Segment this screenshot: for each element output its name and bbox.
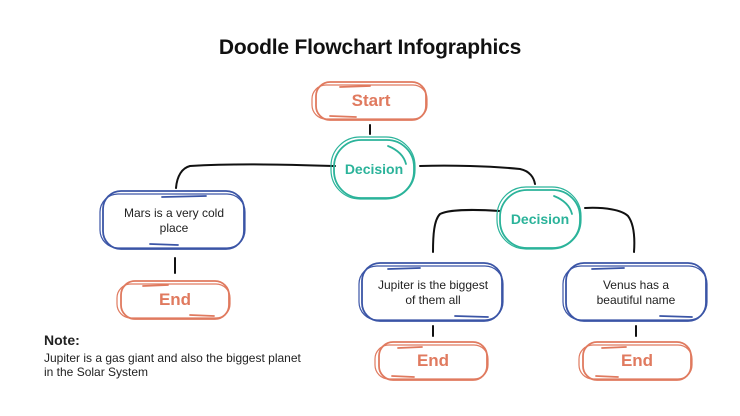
decision1-node-shape bbox=[330, 136, 416, 200]
connector-decision-decision2 bbox=[419, 164, 536, 185]
venus-node-label: Venus has a beautiful name bbox=[596, 278, 676, 307]
note-block: Note: Jupiter is a gas giant and also th… bbox=[44, 332, 304, 379]
end-mars-node-label: End bbox=[158, 290, 192, 309]
mars-node-label: Mars is a very cold place bbox=[123, 206, 225, 235]
decision1-node-label: Decision bbox=[344, 161, 404, 177]
start-node-label: Start bbox=[351, 91, 391, 110]
note-body: Jupiter is a gas giant and also the bigg… bbox=[44, 351, 301, 379]
end-venus-node-label: End bbox=[620, 351, 654, 370]
venus-node-shape bbox=[562, 262, 708, 322]
end-jupiter-node-shape bbox=[374, 341, 489, 381]
start-node-shape bbox=[311, 81, 428, 121]
decision2-node-label: Decision bbox=[510, 211, 570, 227]
jupiter-node-shape bbox=[358, 262, 504, 322]
connector-decision2-jupiter bbox=[432, 209, 501, 253]
note-title: Note: bbox=[44, 332, 80, 348]
connectors bbox=[174, 124, 637, 337]
connector-decision2-venus bbox=[584, 206, 636, 253]
end-jupiter-node-label: End bbox=[416, 351, 450, 370]
connector-decision-mars bbox=[175, 163, 336, 189]
mars-node-shape bbox=[99, 190, 246, 250]
page-title: Doodle Flowchart Infographics bbox=[218, 36, 522, 59]
decision2-node-shape bbox=[496, 186, 582, 250]
end-venus-node-shape bbox=[578, 341, 693, 381]
end-mars-node-shape bbox=[116, 280, 231, 320]
jupiter-node-label: Jupiter is the biggest of them all bbox=[377, 278, 489, 307]
